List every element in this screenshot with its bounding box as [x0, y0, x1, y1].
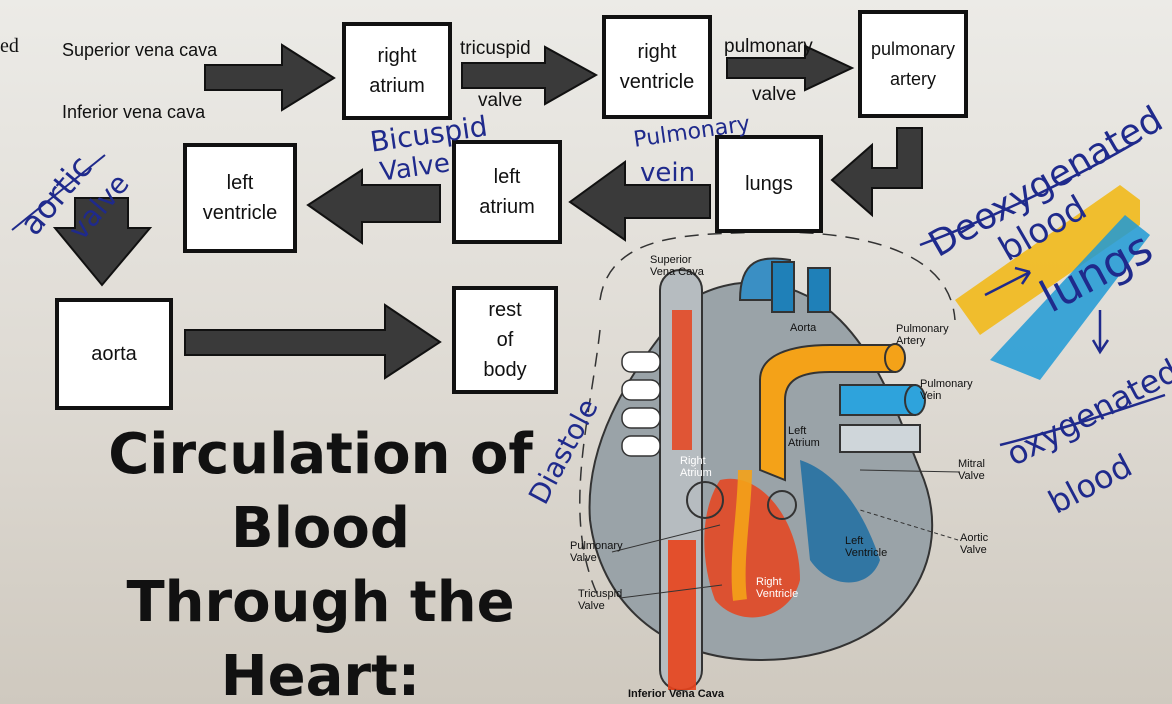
pulmonary-valve-label: valve: [752, 84, 796, 106]
box-aorta: aorta: [55, 298, 173, 410]
arrow-aorta-to-body: [185, 305, 440, 378]
label-mitral-valve: Mitral Valve: [958, 458, 985, 482]
arrow-venacava-to-right-atrium: [205, 45, 334, 110]
box-right-ventricle: right ventricle: [602, 15, 712, 119]
box-right-atrium: right atrium: [342, 22, 452, 120]
inferior-vena-cava-label: Inferior vena cava: [62, 102, 205, 123]
pulmonary-label: pulmonary: [724, 36, 813, 58]
box-lungs: lungs: [715, 135, 823, 233]
box-rest-of-body: rest of body: [452, 286, 558, 394]
label-left-ventricle: Left Ventricle: [845, 535, 887, 559]
label-superior-vena-cava: Superior Vena Cava: [650, 254, 704, 278]
handwriting-vein: vein: [640, 158, 695, 188]
label-tricuspid-valve: Tricuspid Valve: [578, 588, 622, 612]
label-left-atrium: Left Atrium: [788, 425, 820, 449]
box-left-atrium: left atrium: [452, 140, 562, 244]
label-pulmonary-artery: Pulmonary Artery: [896, 323, 949, 347]
label-pulmonary-vein: Pulmonary Vein: [920, 378, 973, 402]
page-title: Circulation of Blood Through the Heart:: [98, 418, 543, 704]
box-left-ventricle: left ventricle: [183, 143, 297, 253]
label-right-ventricle: Right Ventricle: [756, 576, 798, 600]
label-aorta: Aorta: [790, 322, 816, 334]
cut-off-text: ed: [0, 35, 19, 58]
label-right-atrium: Right Atrium: [680, 455, 712, 479]
label-pulmonary-valve: Pulmonary Valve: [570, 540, 623, 564]
label-aortic-valve: Aortic Valve: [960, 532, 988, 556]
tricuspid-label: tricuspid: [460, 38, 531, 60]
box-pulmonary-artery: pulmonary artery: [858, 10, 968, 118]
arrow-to-lungs: [832, 128, 922, 215]
down-arrow: [1093, 310, 1108, 352]
label-inferior-vena-cava: Inferior Vena Cava: [628, 688, 724, 700]
superior-vena-cava-label: Superior vena cava: [62, 40, 217, 61]
